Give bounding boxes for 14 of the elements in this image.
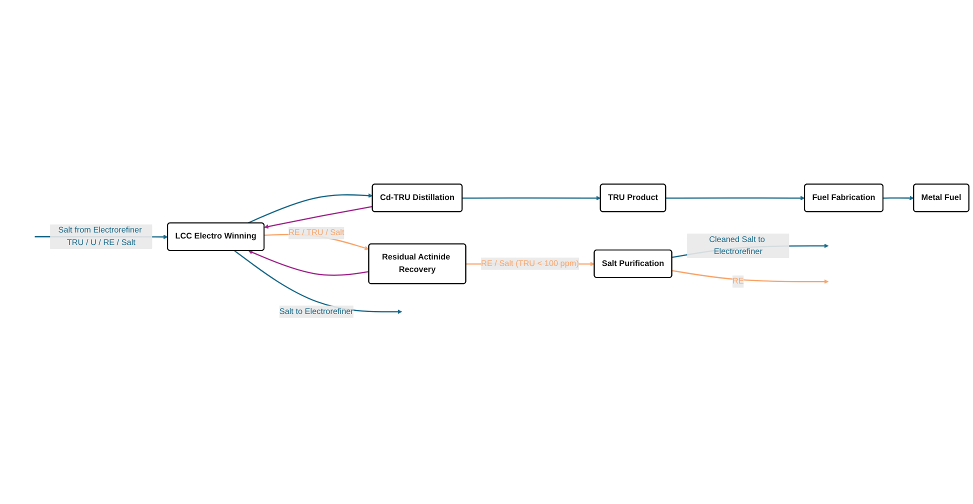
arrow bbox=[248, 250, 370, 276]
edge-label: Salt to Electrorefiner bbox=[279, 307, 354, 316]
arrow bbox=[264, 206, 373, 230]
edge-label: RE / Salt (TRU < 100 ppm) bbox=[481, 259, 579, 268]
arrow bbox=[666, 196, 805, 201]
arrow bbox=[247, 194, 373, 224]
edge-label: RE / TRU / Salt bbox=[288, 228, 344, 238]
arrow bbox=[672, 270, 829, 284]
arrow bbox=[462, 196, 601, 201]
arrow bbox=[234, 250, 402, 314]
edge-label: Cleaned Salt to Electrorefiner bbox=[709, 235, 765, 256]
edge-label: Salt from Electrorefiner TRU / U / RE / Salt bbox=[58, 226, 142, 248]
edge-label: RE bbox=[732, 277, 744, 286]
arrow bbox=[883, 196, 914, 201]
